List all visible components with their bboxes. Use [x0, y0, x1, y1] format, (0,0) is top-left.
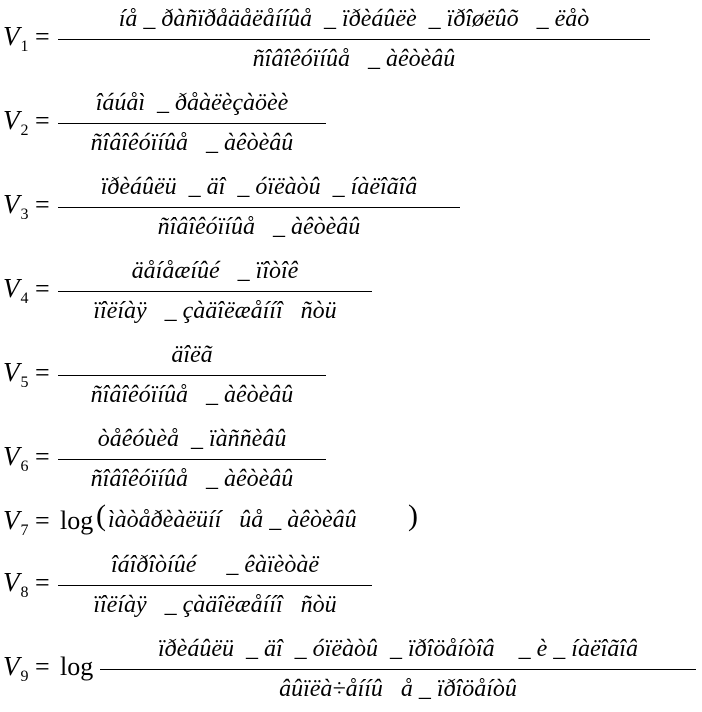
equation-v9: V9 = log ïðèáûëü _ äî _ óïëàòû _ ïðîöåíò…	[0, 636, 702, 712]
variable-v2: V2	[3, 105, 29, 139]
equation-v8: V8 = îáîðîòíûé _ êàïèòàë ïîëíàÿ _ çàäîëæ…	[0, 552, 702, 618]
variable-v5: V5	[3, 357, 29, 391]
numerator: ïðèáûëü _ äî _ óïëàòû _ ïðîöåíòîâ _ è _ …	[158, 636, 638, 662]
fraction: íå _ ðàñïðåäåëåííûå _ ïðèáûëè _ ïðîøëûõ …	[58, 6, 650, 72]
log-argument: ìàòåðèàëüíí ûå _ àêòèâû	[108, 507, 363, 533]
variable-v9: V9	[3, 651, 29, 685]
fraction: òåêóùèå _ ïàññèâû ñîâîêóïíûå _ àêòèâû	[58, 426, 326, 492]
fraction-bar	[58, 291, 372, 292]
equation-v5: V5 = äîëã ñîâîêóïíûå _ àêòèâû	[0, 342, 702, 408]
equation-v3: V3 = ïðèáûëü _ äî _ óïëàòû _ íàëîãîâ ñîâ…	[0, 174, 702, 240]
variable-v7: V7	[3, 505, 29, 539]
fraction-bar	[58, 585, 372, 586]
equation-v1: V1 = íå _ ðàñïðåäåëåííûå _ ïðèáûëè _ ïðî…	[0, 6, 702, 72]
fraction-bar	[58, 207, 460, 208]
numerator: äåíåæíûé _ ïîòîê	[131, 258, 299, 284]
variable-v6: V6	[3, 441, 29, 475]
equals-sign: =	[35, 652, 50, 681]
denominator: ñîâîêóïíûå _ àêòèâû	[90, 130, 294, 156]
denominator: ïîëíàÿ _ çàäîëæåííî ñòü	[93, 298, 337, 324]
fraction-bar	[100, 669, 696, 670]
log-function: log	[60, 652, 94, 681]
variable-v4: V4	[3, 273, 29, 307]
numerator: ïðèáûëü _ äî _ óïëàòû _ íàëîãîâ	[100, 174, 418, 200]
denominator: ïîëíàÿ _ çàäîëæåííî ñòü	[93, 592, 337, 618]
equation-v4: V4 = äåíåæíûé _ ïîòîê ïîëíàÿ _ çàäîëæåíí…	[0, 258, 702, 324]
equals-sign: =	[35, 506, 50, 535]
numerator: òåêóùèå _ ïàññèâû	[97, 426, 287, 452]
equals-sign: =	[35, 106, 50, 135]
fraction: äåíåæíûé _ ïîòîê ïîëíàÿ _ çàäîëæåííî ñòü	[58, 258, 372, 324]
equals-sign: =	[35, 442, 50, 471]
variable-v8: V8	[3, 567, 29, 601]
numerator: îáîðîòíûé _ êàïèòàë	[111, 552, 319, 578]
fraction-bar	[58, 375, 326, 376]
numerator: äîëã	[171, 342, 213, 368]
variable-v1: V1	[3, 21, 29, 55]
fraction: ïðèáûëü _ äî _ óïëàòû _ íàëîãîâ ñîâîêóïí…	[58, 174, 460, 240]
denominator: ñîâîêóïíûå _ àêòèâû	[90, 466, 294, 492]
equals-sign: =	[35, 190, 50, 219]
variable-v3: V3	[3, 189, 29, 223]
log-function: log	[60, 506, 94, 535]
equals-sign: =	[35, 22, 50, 51]
fraction: äîëã ñîâîêóïíûå _ àêòèâû	[58, 342, 326, 408]
equals-sign: =	[35, 358, 50, 387]
left-paren: (	[96, 499, 106, 532]
equation-v7: V7 = log ( ìàòåðèàëüíí ûå _ àêòèâû )	[0, 499, 702, 544]
numerator: íå _ ðàñïðåäåëåííûå _ ïðèáûëè _ ïðîøëûõ …	[118, 6, 590, 32]
denominator: ñîâîêóïíûå _ àêòèâû	[252, 46, 456, 72]
fraction: îáîðîòíûé _ êàïèòàë ïîëíàÿ _ çàäîëæåííî …	[58, 552, 372, 618]
right-paren: )	[408, 499, 418, 532]
fraction-bar	[58, 39, 650, 40]
equation-v6: V6 = òåêóùèå _ ïàññèâû ñîâîêóïíûå _ àêòè…	[0, 426, 702, 492]
equation-v2: V2 = îáúåì _ ðåàëèçàöèè ñîâîêóïíûå _ àêò…	[0, 90, 702, 156]
fraction: îáúåì _ ðåàëèçàöèè ñîâîêóïíûå _ àêòèâû	[58, 90, 326, 156]
denominator: ñîâîêóïíûå _ àêòèâû	[157, 214, 361, 240]
denominator: ñîâîêóïíûå _ àêòèâû	[90, 382, 294, 408]
denominator: âûïëà÷åííû å _ ïðîöåíòû	[279, 676, 517, 702]
equals-sign: =	[35, 274, 50, 303]
fraction: ïðèáûëü _ äî _ óïëàòû _ ïðîöåíòîâ _ è _ …	[100, 636, 696, 706]
numerator: îáúåì _ ðåàëèçàöèè	[95, 90, 289, 116]
fraction-bar	[58, 459, 326, 460]
fraction-bar	[58, 123, 326, 124]
equals-sign: =	[35, 568, 50, 597]
